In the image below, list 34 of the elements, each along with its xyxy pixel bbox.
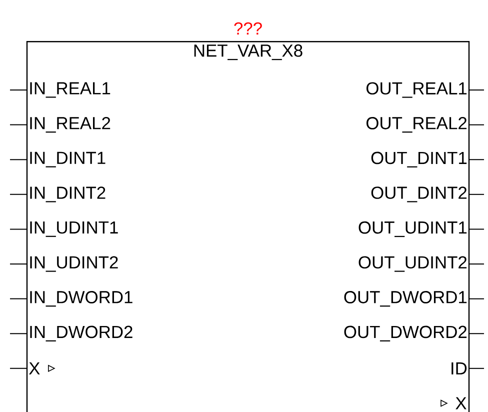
pin-name: IN_UDINT1 [30,221,118,237]
pin-name: ID [452,362,467,374]
instance-name: ??? [234,22,262,34]
pin-line [468,228,484,230]
pin-name: X [456,397,466,410]
pin-name: OUT_REAL2 [366,117,467,133]
pin-line [10,159,28,160]
pin-name: OUT_DWORD1 [344,291,467,307]
pin-name: OUT_REAL1 [366,82,467,98]
pin-name: IN_REAL1 [30,82,110,98]
pin-name: IN_DWORD2 [30,326,132,342]
pin-name: IN_DWORD1 [30,291,132,307]
pin-line [10,228,28,230]
pin-line [468,159,484,160]
pin-line [468,298,484,300]
pin-name: OUT_DWORD2 [344,326,467,342]
pin-line [10,333,28,334]
pin-line [10,194,28,195]
pin-name: OUT_UDINT2 [358,256,467,272]
pin-line [468,368,484,369]
pin-line [468,333,484,334]
pin-line [10,298,28,300]
pin-line [10,124,28,126]
pin-line [10,368,28,369]
pin-name: IN_DINT2 [30,186,106,202]
pin-name: IN_REAL2 [30,117,110,133]
pin-name: OUT_DINT1 [371,152,467,168]
pin-name: IN_UDINT2 [30,256,118,272]
pin-line [468,124,484,126]
pin-name: OUT_DINT2 [371,186,467,202]
pin-name: X [29,362,40,374]
pin-line [468,194,484,195]
pin-name: OUT_UDINT1 [358,221,467,238]
pin-name: IN_DINT1 [30,152,106,168]
